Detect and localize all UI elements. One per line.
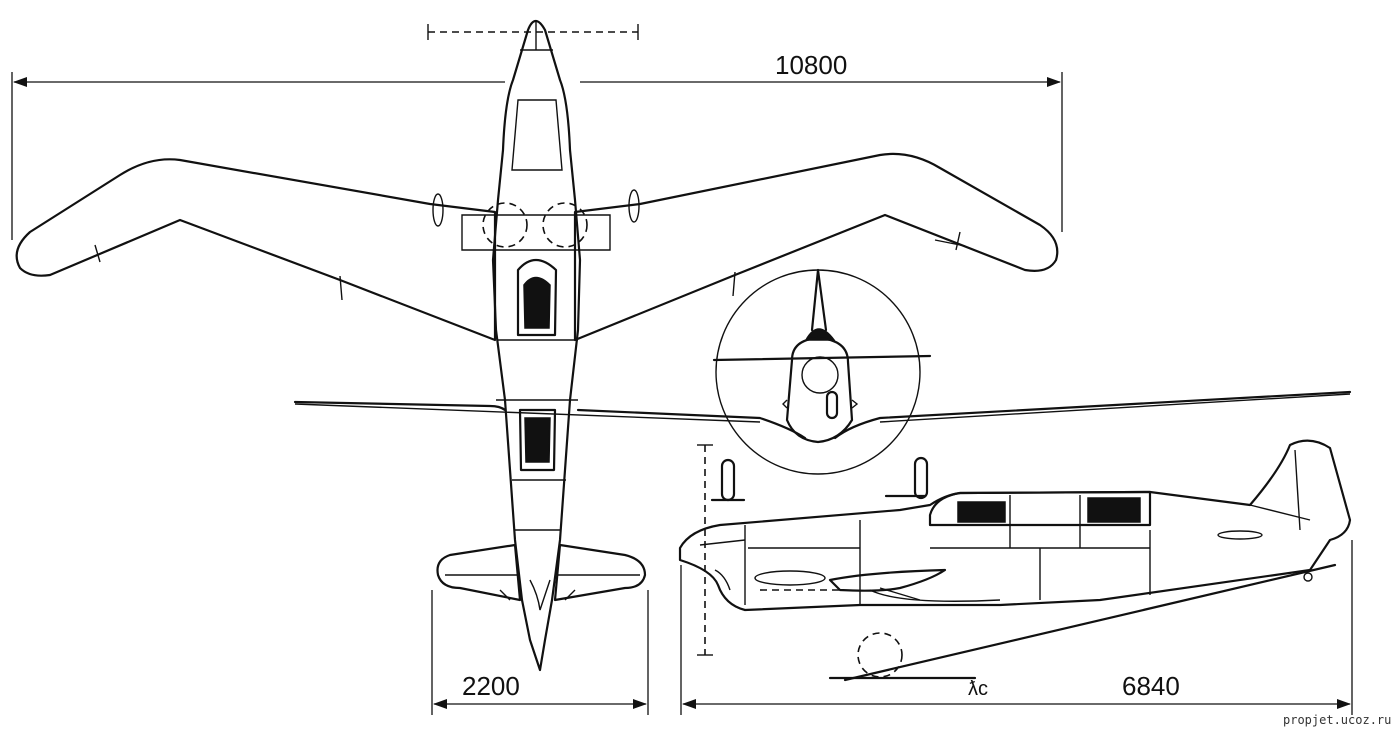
propeller-plan (427, 24, 639, 40)
cg-mark: ƛc (968, 678, 988, 700)
fuselage-plan (491, 19, 582, 672)
fuselage-front (785, 336, 854, 444)
fuselage-side (678, 439, 1352, 612)
top-view: 10800 (11, 19, 1063, 715)
length-dimension: 6840 (680, 540, 1353, 715)
wing-left (15, 158, 497, 342)
front-view (293, 268, 1352, 475)
tailplane-plan (436, 543, 522, 602)
tailplane-span-label: 2200 (462, 671, 520, 701)
wingspan-label: 10800 (775, 50, 847, 80)
wingspan-dimension: 10800 (11, 50, 1063, 240)
tailplane-dimension: 2200 (431, 590, 649, 715)
wing-right (573, 152, 1059, 342)
watermark: propjet.ucoz.ru (1283, 713, 1391, 727)
length-label: 6840 (1122, 671, 1180, 701)
side-view: ƛc 6840 (678, 439, 1353, 715)
